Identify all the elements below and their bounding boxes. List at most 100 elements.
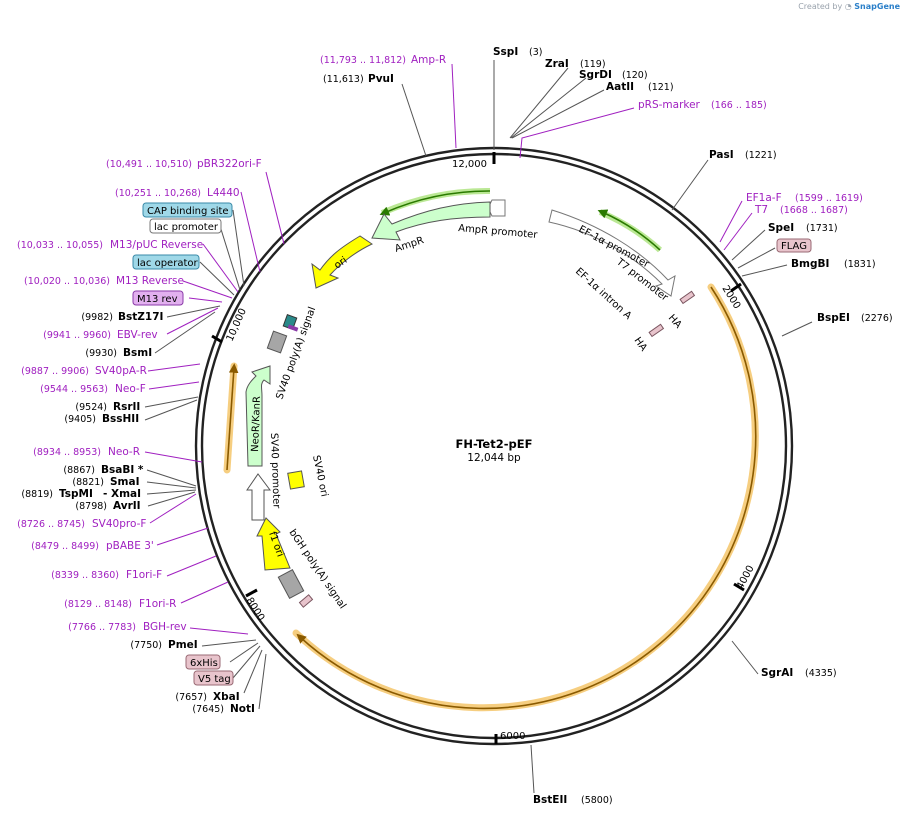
primer-position-neo-f: (9544 .. 9563) <box>40 384 108 395</box>
enzyme-label-bspei: BspEI <box>817 312 850 324</box>
primer-position-amp-r: (11,793 .. 11,812) <box>320 55 406 66</box>
feature-box-lac-promoter-label: lac promoter <box>154 222 219 233</box>
enzyme-label-bstz17i: BstZ17I <box>118 311 163 323</box>
primer-position-sv40pa-r: (9887 .. 9906) <box>21 366 89 377</box>
primer-label-bgh-rev: BGH-rev <box>143 621 187 633</box>
primer-label-m13-reverse: M13 Reverse <box>116 275 184 287</box>
enzyme-position-bstz17i: (9982) <box>81 312 113 323</box>
primer-label-f1ori-r: F1ori-R <box>139 598 176 610</box>
sv40-polya-shape <box>266 330 288 354</box>
primer-position-pbr322ori-f: (10,491 .. 10,510) <box>106 159 192 170</box>
f1-ori-shape <box>256 517 291 571</box>
enzyme-label-pvui: PvuI <box>368 73 394 85</box>
enzyme-label-bsteii: BstEII <box>533 794 567 806</box>
enzyme-position-sgrdi: (120) <box>622 70 648 81</box>
plasmid-length: 12,044 bp <box>467 452 521 464</box>
feature-label-ha: HA <box>632 335 649 353</box>
ha-shape <box>648 323 665 338</box>
tick-label-6000: 6000 <box>500 731 525 742</box>
feature-label-ampr-promoter: AmpR promoter <box>458 223 539 241</box>
feature-label-ha: HA <box>666 313 684 331</box>
primer-label-sv40pro-f: SV40pro-F <box>92 518 146 530</box>
primer-position-ef1a-f: (1599 .. 1619) <box>795 193 863 204</box>
ha-shape <box>679 290 696 305</box>
bgh-polya-shape <box>277 568 305 600</box>
enzyme-label-bsshii: BssHII <box>102 413 139 425</box>
enzyme-label-xmai: - XmaI <box>103 488 141 500</box>
credit-prefix: Created by <box>798 2 843 11</box>
enzyme-label-pmei: PmeI <box>168 639 198 651</box>
ori-shape <box>311 235 374 289</box>
sv40-promoter-shape <box>246 473 271 521</box>
ampr-orf-arrow <box>379 187 491 216</box>
primer-label-f1ori-f: F1ori-F <box>126 569 162 581</box>
enzyme-label-sspi: SspI <box>493 46 518 58</box>
feature-box-cap-binding-site: CAP binding site <box>142 202 233 218</box>
feature-box-6xhis-label: 6xHis <box>190 658 218 669</box>
feature-label-ef1a-intron: EF-1α intron A <box>573 266 633 322</box>
feature-box-m13-rev: M13 rev <box>132 290 184 306</box>
enzyme-position-xbai: (7657) <box>175 692 207 703</box>
enzyme-label-bmgbi: BmgBI <box>791 258 829 270</box>
enzyme-label-aatii: AatII <box>606 81 634 93</box>
neor-shape <box>245 365 271 467</box>
feature-box-cap-binding-site-label: CAP binding site <box>147 206 229 217</box>
ef1a-promoter-shape <box>548 209 676 297</box>
feature-box-v5-tag-label: V5 tag <box>198 674 231 685</box>
credit-brand: SnapGene <box>854 2 900 11</box>
left-labels: (10,491 .. 10,510) pBR322ori-F (10,251 .… <box>17 158 262 715</box>
enzyme-label-xbai: XbaI <box>213 691 240 703</box>
enzyme-position-noti: (7645) <box>192 704 224 715</box>
enzyme-position-aatii: (121) <box>648 82 674 93</box>
enzyme-position-pmei: (7750) <box>130 640 162 651</box>
feature-box-flag-label: FLAG <box>781 241 807 252</box>
primer-label-neo-f: Neo-F <box>115 383 146 395</box>
ef1a-arrow <box>597 209 663 253</box>
feature-box-v5-tag: V5 tag <box>193 670 234 686</box>
enzyme-label-sgrai: SgrAI <box>761 667 793 679</box>
enzyme-position-bmgbi: (1831) <box>844 259 876 270</box>
enzyme-position-bspei: (2276) <box>861 313 893 324</box>
enzyme-label-bsabi: BsaBI * <box>101 464 144 476</box>
enzyme-label-pasi: PasI <box>709 149 734 161</box>
primer-label-pbr322ori-f: pBR322ori-F <box>197 158 262 170</box>
primer-position-f1ori-f: (8339 .. 8360) <box>51 570 119 581</box>
tick-mark <box>733 582 745 592</box>
tick-mark <box>211 334 223 344</box>
primer-position-bgh-rev: (7766 .. 7783) <box>68 622 136 633</box>
enzyme-position-zrai: (119) <box>580 59 606 70</box>
tick-mark <box>730 282 742 293</box>
primer-label-t7: T7 <box>754 204 768 216</box>
primer-position-ebv-rev: (9941 .. 9960) <box>43 330 111 341</box>
primer-label-neo-r: Neo-R <box>108 446 140 458</box>
small-feature-purple <box>287 324 299 332</box>
ampr-shape <box>371 201 491 241</box>
enzyme-position-tspmi: (8819) <box>21 489 53 500</box>
primer-position-t7: (1668 .. 1687) <box>780 205 848 216</box>
enzyme-position-rsrii: (9524) <box>75 402 107 413</box>
primer-label-pbabe3: pBABE 3' <box>106 540 154 552</box>
tick-mark <box>245 588 258 598</box>
enzyme-label-sgrdi: SgrDI <box>579 69 612 81</box>
feature-shapes <box>245 199 696 608</box>
primer-position-neo-r: (8934 .. 8953) <box>33 447 101 458</box>
enzyme-position-pasi: (1221) <box>745 150 777 161</box>
enzyme-position-sgrai: (4335) <box>805 668 837 679</box>
primer-position-f1ori-r: (8129 .. 8148) <box>64 599 132 610</box>
tick-label-12000: 12,000 <box>452 159 487 170</box>
primer-position-prs-marker: (166 .. 185) <box>711 100 767 111</box>
enzyme-label-bsmi: BsmI <box>123 347 152 359</box>
primer-label-ebv-rev: EBV-rev <box>117 329 158 341</box>
primer-position-pbabe3: (8479 .. 8499) <box>31 541 99 552</box>
ampr-promoter-shape <box>487 199 506 217</box>
enzyme-label-rsrii: RsrII <box>113 401 140 413</box>
enzyme-label-avrii: AvrII <box>113 500 141 512</box>
primer-position-m13-reverse: (10,020 .. 10,036) <box>24 276 110 287</box>
enzyme-position-bsshii: (9405) <box>64 414 96 425</box>
sv40-ori-shape <box>287 470 305 490</box>
enzyme-label-tspmi: TspMI <box>59 488 93 500</box>
orf-left <box>223 362 239 474</box>
primer-label-sv40pa-r: SV40pA-R <box>95 365 147 377</box>
primer-position-sv40pro-f: (8726 .. 8745) <box>17 519 85 530</box>
